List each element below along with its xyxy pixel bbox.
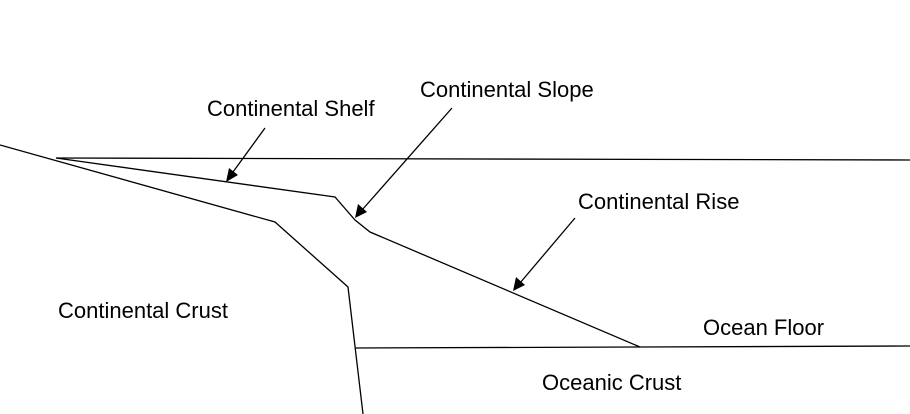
- oceanic-crust-boundary: [354, 346, 641, 349]
- sea-level-line: [55, 157, 910, 161]
- continental-rise-label: Continental Rise: [578, 189, 739, 214]
- seafloor-profile: [55, 157, 910, 348]
- continental-slope-arrow: [355, 107, 453, 218]
- continental-shelf-label: Continental Shelf: [207, 96, 375, 121]
- continental-shelf-arrow: [226, 127, 266, 182]
- continental-rise-arrow: [513, 217, 576, 291]
- ocean-floor-label: Ocean Floor: [703, 315, 824, 340]
- continental-slope-label: Continental Slope: [420, 77, 594, 102]
- crust-boundary-line: [0, 144, 364, 414]
- oceanic-crust-label: Oceanic Crust: [542, 370, 681, 395]
- continental-crust-label: Continental Crust: [58, 298, 228, 323]
